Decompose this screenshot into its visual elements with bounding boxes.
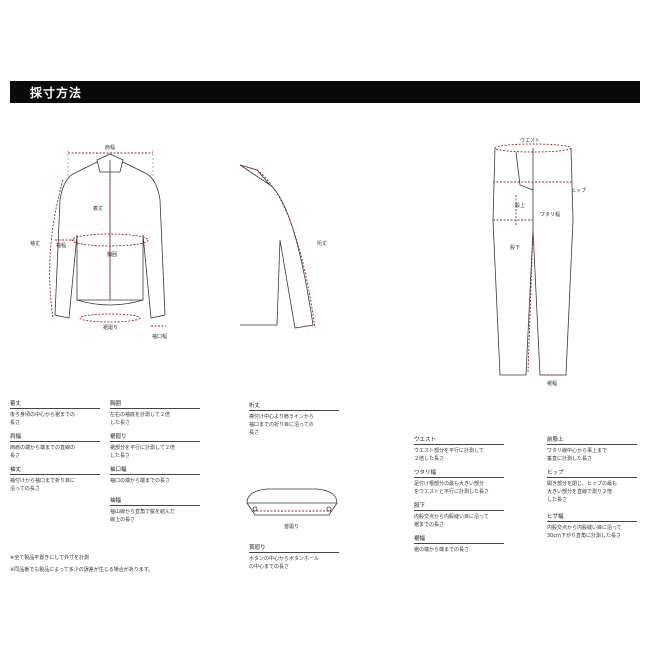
label-yuki: 裄丈 — [317, 241, 328, 247]
jacket-front-diagram — [49, 150, 166, 327]
label-pants-hem: 裾幅 — [547, 381, 558, 387]
definition-cuff: 袖口幅 袖口の端から端までの長さ — [110, 465, 200, 485]
definition-inseam: 股下 内股交点から内股縫い目に沿って 裾までの長さ — [414, 501, 504, 529]
label-pants-rise: 股上 — [515, 203, 526, 209]
section-title: 採寸方法 — [30, 86, 83, 100]
definition-thigh: ワタリ幅 足付け根部分の最も大きい部分 をウエストと平行に計測した長さ — [414, 468, 504, 496]
label-shoulder: 肩幅 — [105, 145, 116, 151]
label-hem: 裾廻り — [103, 325, 119, 331]
neck-diagram — [246, 488, 338, 516]
label-sleeve: 袖丈 — [30, 241, 41, 247]
definition-chest: 胸囲 左右の袖底を計測して２倍 した長さ — [110, 399, 200, 427]
definition-length: 着丈 後ろ身頃の中心から裾までの 長さ — [10, 399, 100, 427]
definition-pants-hem: 裾幅 裾の端から端までの長さ — [414, 534, 504, 554]
definition-hem: 裾廻り 裾部分を平行に計測して２倍 した長さ — [110, 432, 200, 460]
label-length: 着丈 — [93, 206, 104, 212]
label-pants-hip: ヒップ — [571, 188, 587, 194]
note-variance: ※同品番でも製品によって多少の誤差が生じる場合があります。 — [10, 567, 154, 573]
definition-term: 着丈 — [10, 399, 100, 409]
label-pants-waist: ウエスト — [520, 138, 541, 144]
definition-rise: 前股上 ワタリ線中心から事上まで 垂直に計測した長さ — [547, 435, 637, 463]
note-measure: ※全て製品平置きにして外寸を計測 — [10, 555, 90, 561]
definition-armhole: 袖幅 袖山線から直角で脇を結んだ 線上の長さ — [110, 496, 200, 524]
definition-sleeve: 袖丈 袖付けから袖口まで折り目に 沿っての長さ — [10, 465, 100, 493]
definition-shoulder: 肩幅 両肩の端から端までの直線の 長さ — [10, 432, 100, 460]
label-armhole: 袖幅 — [56, 243, 67, 249]
section-header-bar: 採寸方法 — [10, 81, 640, 103]
label-cuff: 袖口幅 — [152, 334, 168, 340]
label-pants-inseam: 股下 — [510, 245, 521, 251]
jacket-side-diagram — [239, 164, 316, 329]
label-pants-thigh: ワタリ幅 — [540, 212, 561, 218]
definition-knee: ヒザ幅 内股交点から内股縫い目に沿って 30cm下がり直角に計測した長さ — [547, 512, 637, 540]
label-chest: 胸囲 — [107, 252, 118, 258]
definition-yuki: 裄丈 襟付け中心より肩ラインから 袖口までの折り目に沿っての 長さ — [249, 401, 339, 437]
pants-diagram — [492, 143, 574, 376]
definition-waist: ウエスト ウエスト部分を平行に計測して ２倍した長さ — [414, 435, 504, 463]
definition-hip: ヒップ 開き部分を閉じ、ヒップの最も 大きい部分を直線で測り２倍 した長さ — [547, 468, 637, 504]
label-neck: 首廻り — [284, 524, 300, 530]
definition-neck: 首廻り ボタンの中心からボタンホール の中心までの長さ — [249, 543, 339, 571]
